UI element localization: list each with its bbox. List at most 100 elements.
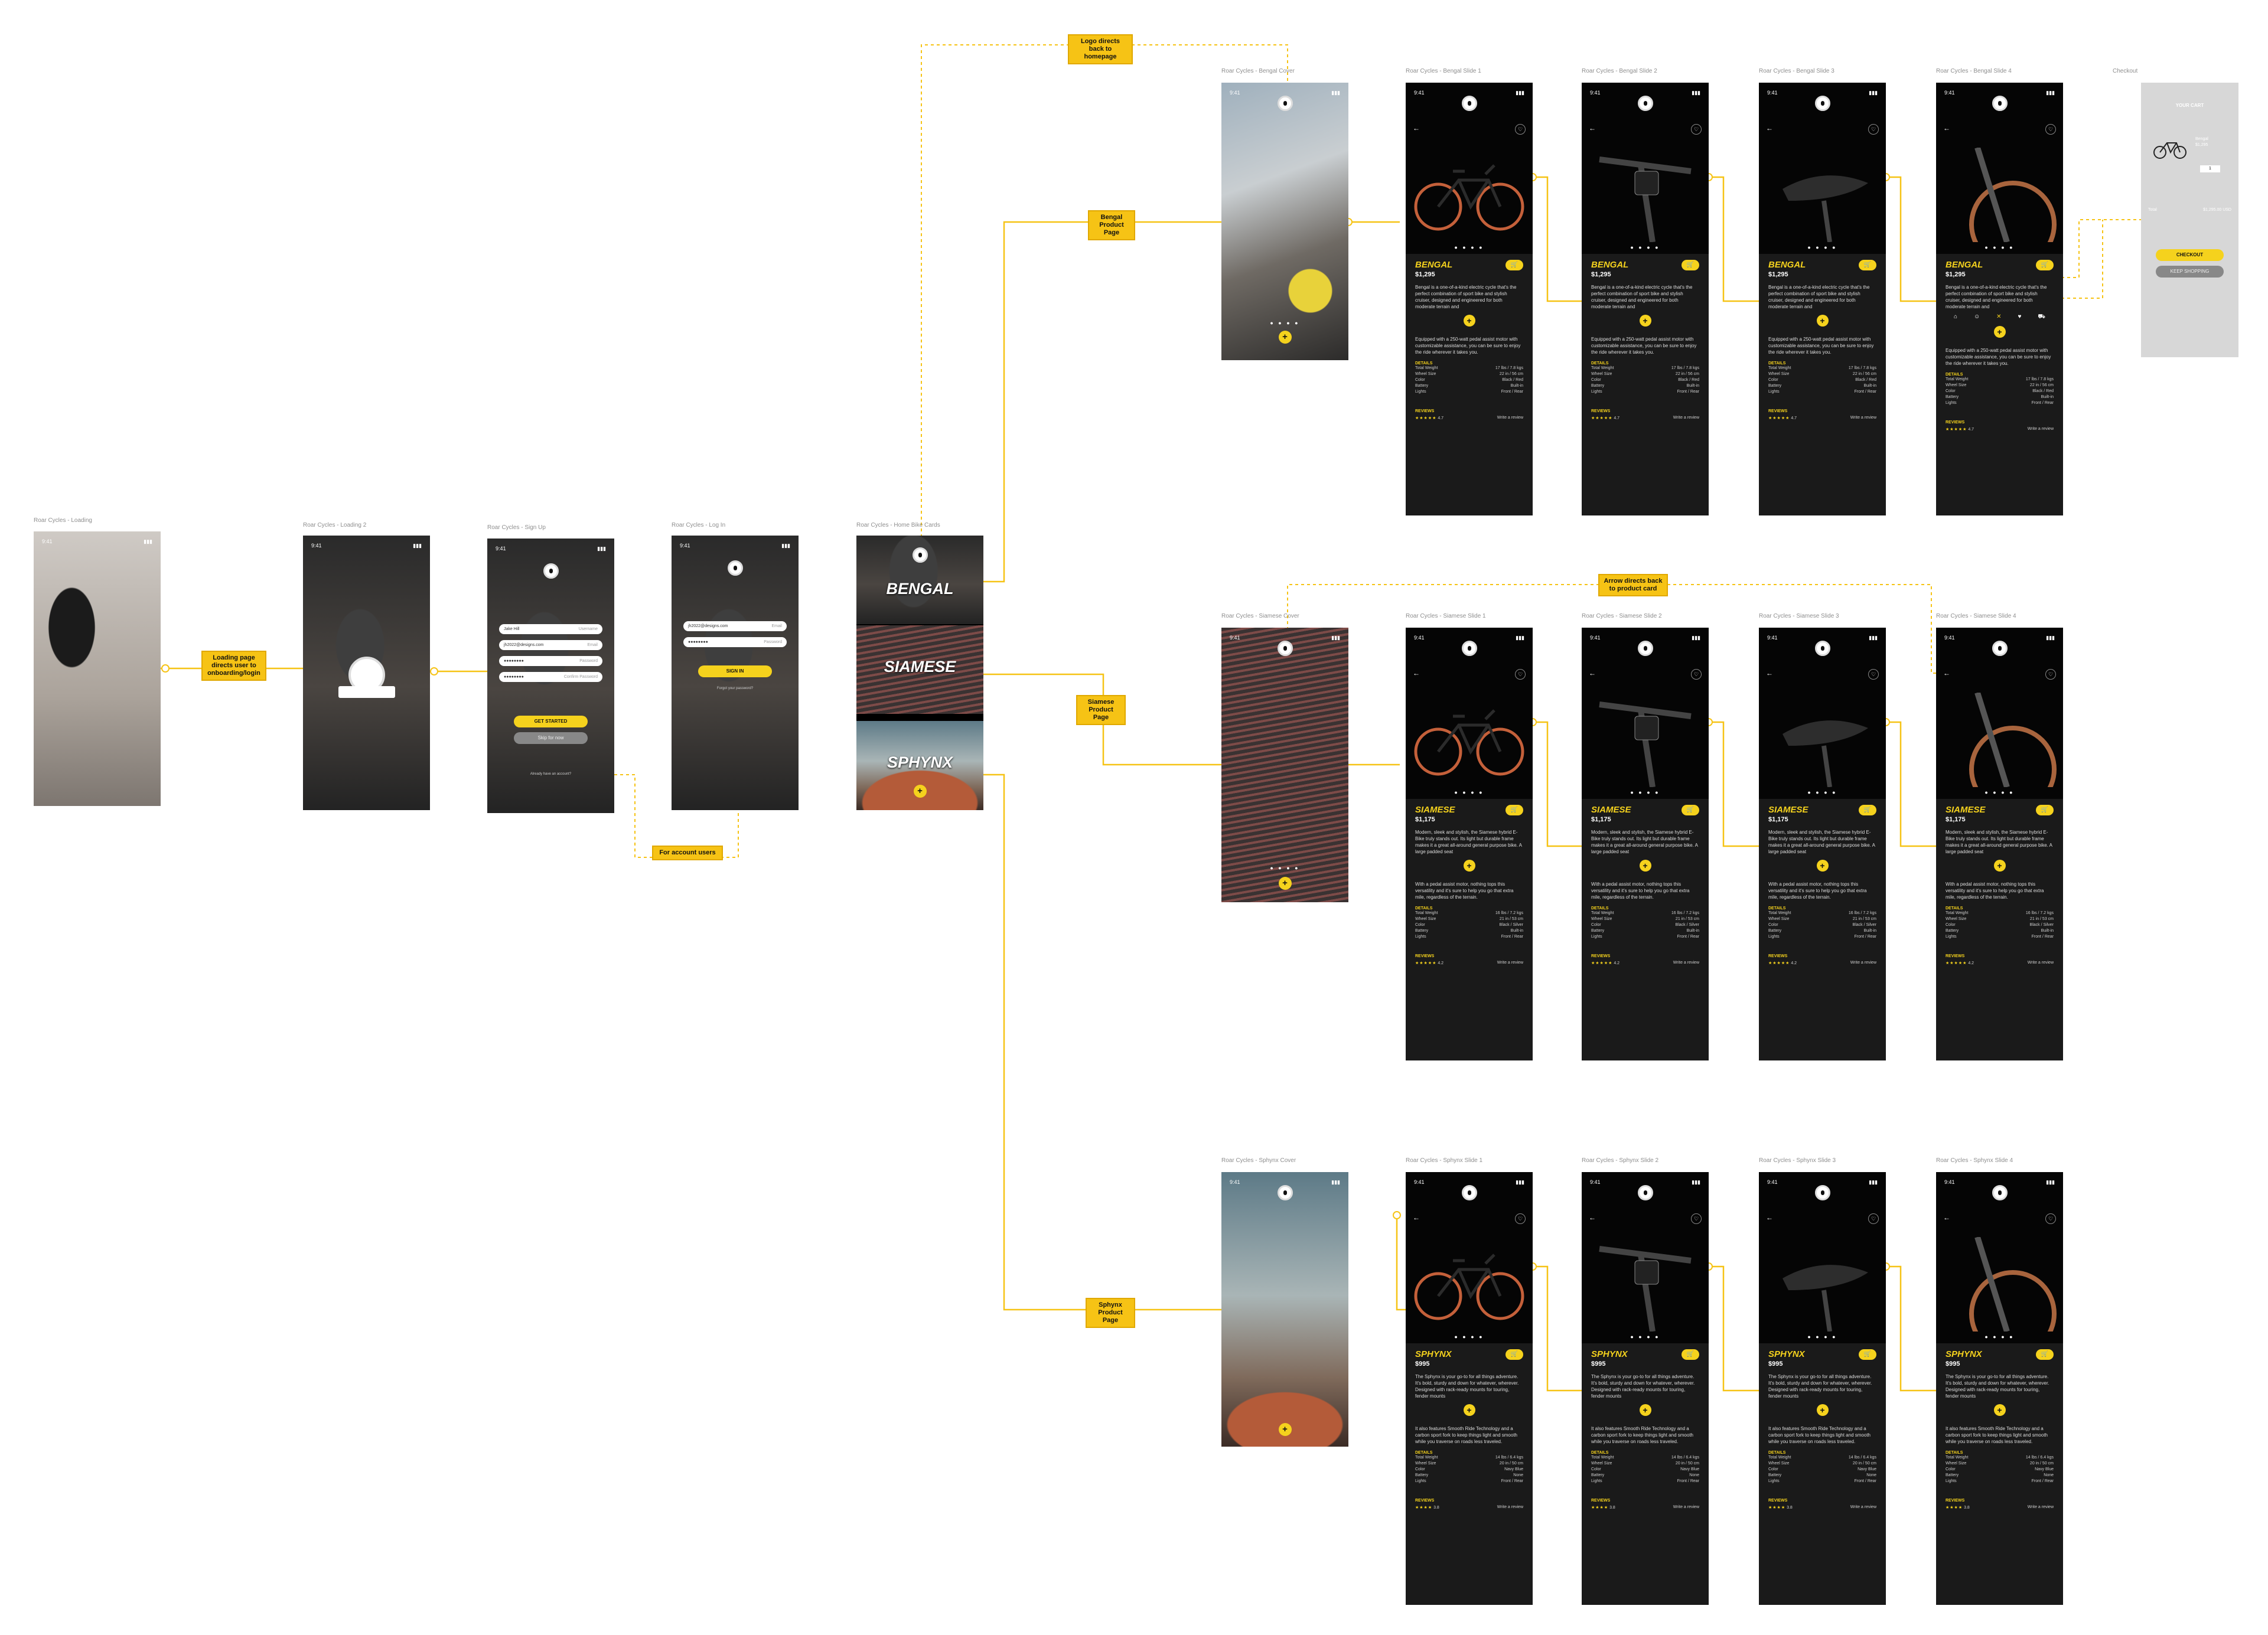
- add-to-cart-button[interactable]: 🛒: [1506, 1349, 1523, 1360]
- logo-icon[interactable]: [1461, 96, 1477, 111]
- favorite-heart-icon[interactable]: ♡: [2045, 669, 2056, 680]
- back-arrow-icon[interactable]: ←: [1766, 1213, 1773, 1222]
- write-review-link[interactable]: Write a review: [2027, 1505, 2054, 1509]
- back-arrow-icon[interactable]: ←: [1413, 669, 1420, 677]
- logo-icon[interactable]: [1461, 1185, 1477, 1200]
- siamese-card[interactable]: SIAMESE: [856, 625, 983, 714]
- expand-button[interactable]: +: [1993, 326, 2006, 338]
- back-arrow-icon[interactable]: ←: [1589, 669, 1596, 677]
- add-to-cart-button[interactable]: 🛒: [1859, 1349, 1876, 1360]
- password-field[interactable]: ●●●●●●●●Password: [499, 656, 602, 666]
- expand-button[interactable]: +: [1993, 860, 2006, 872]
- logo-icon[interactable]: [1461, 641, 1477, 656]
- write-review-link[interactable]: Write a review: [1497, 1505, 1523, 1509]
- favorite-heart-icon[interactable]: ♡: [1868, 669, 1879, 680]
- page-dots[interactable]: ● ● ● ●: [1984, 1334, 2015, 1340]
- close-icon[interactable]: ✕: [1996, 314, 2002, 320]
- page-dots[interactable]: ● ● ● ●: [1454, 1334, 1484, 1340]
- back-arrow-icon[interactable]: ←: [1766, 669, 1773, 677]
- cart-icon[interactable]: ⛟: [2038, 314, 2045, 320]
- home-icon[interactable]: ⌂: [1953, 314, 1958, 320]
- add-to-cart-button[interactable]: 🛒: [2036, 805, 2054, 815]
- favorite-heart-icon[interactable]: ♡: [1691, 669, 1702, 680]
- open-product-button[interactable]: +: [1278, 877, 1292, 890]
- logo-icon[interactable]: [1637, 1185, 1653, 1200]
- page-dots[interactable]: ● ● ● ●: [1984, 244, 2015, 250]
- logo-icon[interactable]: [1277, 641, 1293, 656]
- write-review-link[interactable]: Write a review: [1497, 416, 1523, 420]
- back-arrow-icon[interactable]: ←: [1766, 124, 1773, 132]
- logo-icon[interactable]: [1992, 1185, 2008, 1200]
- add-to-cart-button[interactable]: 🛒: [2036, 1349, 2054, 1360]
- heart-icon[interactable]: ♥: [2018, 314, 2022, 320]
- back-arrow-icon[interactable]: ←: [1943, 669, 1950, 677]
- logo-icon[interactable]: [912, 547, 928, 563]
- keep-shopping-button[interactable]: KEEP SHOPPING: [2156, 266, 2224, 278]
- page-dots[interactable]: ● ● ● ●: [1630, 789, 1660, 795]
- forgot-password-link[interactable]: Forgot your password?: [716, 687, 754, 690]
- write-review-link[interactable]: Write a review: [1673, 961, 1699, 965]
- logo-icon[interactable]: [1992, 641, 2008, 656]
- write-review-link[interactable]: Write a review: [1673, 1505, 1699, 1509]
- write-review-link[interactable]: Write a review: [2027, 961, 2054, 965]
- favorite-heart-icon[interactable]: ♡: [1868, 1213, 1879, 1224]
- page-dots[interactable]: ● ● ● ●: [1807, 1334, 1837, 1340]
- write-review-link[interactable]: Write a review: [1850, 961, 1876, 965]
- expand-button[interactable]: +: [1463, 860, 1475, 872]
- page-dots[interactable]: ● ● ● ●: [1270, 320, 1300, 326]
- get-started-button[interactable]: GET STARTED: [514, 716, 588, 727]
- sphynx-card[interactable]: SPHYNX +: [856, 721, 983, 810]
- favorite-heart-icon[interactable]: ♡: [1515, 1213, 1526, 1224]
- checkout-button[interactable]: CHECKOUT: [2156, 249, 2224, 261]
- favorite-heart-icon[interactable]: ♡: [1515, 669, 1526, 680]
- logo-icon[interactable]: [1992, 96, 2008, 111]
- write-review-link[interactable]: Write a review: [1850, 1505, 1876, 1509]
- write-review-link[interactable]: Write a review: [1673, 416, 1699, 420]
- page-dots[interactable]: ● ● ● ●: [1807, 789, 1837, 795]
- quantity-stepper[interactable]: 1: [2200, 165, 2220, 172]
- favorite-heart-icon[interactable]: ♡: [1691, 124, 1702, 135]
- back-arrow-icon[interactable]: ←: [1943, 1213, 1950, 1222]
- back-arrow-icon[interactable]: ←: [1589, 124, 1596, 132]
- logo-icon[interactable]: [1277, 1185, 1293, 1200]
- page-dots[interactable]: ● ● ● ●: [1454, 244, 1484, 250]
- page-dots[interactable]: ● ● ● ●: [1630, 1334, 1660, 1340]
- expand-button[interactable]: +: [1639, 860, 1651, 872]
- add-to-cart-button[interactable]: 🛒: [2036, 260, 2054, 270]
- have-account-link[interactable]: Already have an account?: [530, 772, 572, 776]
- favorite-heart-icon[interactable]: ♡: [1691, 1213, 1702, 1224]
- add-button[interactable]: +: [913, 785, 927, 798]
- logo-icon[interactable]: [1637, 641, 1653, 656]
- logo-icon[interactable]: [1814, 641, 1830, 656]
- open-product-button[interactable]: +: [1278, 331, 1292, 344]
- back-arrow-icon[interactable]: ←: [1413, 1213, 1420, 1222]
- logo-icon[interactable]: [1637, 96, 1653, 111]
- write-review-link[interactable]: Write a review: [2027, 427, 2054, 431]
- favorite-heart-icon[interactable]: ♡: [2045, 1213, 2056, 1224]
- password-field[interactable]: ●●●●●●●●Password: [683, 637, 787, 647]
- confirm-password-field[interactable]: ●●●●●●●●Confirm Password: [499, 672, 602, 682]
- favorite-heart-icon[interactable]: ♡: [1868, 124, 1879, 135]
- add-to-cart-button[interactable]: 🛒: [1859, 805, 1876, 815]
- sign-in-button[interactable]: SIGN IN: [698, 665, 772, 677]
- add-to-cart-button[interactable]: 🛒: [1682, 805, 1699, 815]
- skip-button[interactable]: Skip for now: [514, 732, 588, 744]
- logo-icon[interactable]: [1814, 96, 1830, 111]
- back-arrow-icon[interactable]: ←: [1589, 1213, 1596, 1222]
- page-dots[interactable]: ● ● ● ●: [1807, 244, 1837, 250]
- page-dots[interactable]: ● ● ● ●: [1630, 244, 1660, 250]
- add-to-cart-button[interactable]: 🛒: [1859, 260, 1876, 270]
- logo-icon[interactable]: [1277, 96, 1293, 111]
- add-to-cart-button[interactable]: 🛒: [1682, 1349, 1699, 1360]
- expand-button[interactable]: +: [1816, 315, 1829, 327]
- logo-icon[interactable]: [1814, 1185, 1830, 1200]
- back-arrow-icon[interactable]: ←: [1413, 124, 1420, 132]
- expand-button[interactable]: +: [1639, 1404, 1651, 1416]
- add-to-cart-button[interactable]: 🛒: [1506, 805, 1523, 815]
- page-dots[interactable]: ● ● ● ●: [1454, 789, 1484, 795]
- expand-button[interactable]: +: [1993, 1404, 2006, 1416]
- page-dots[interactable]: ● ● ● ●: [1270, 865, 1300, 871]
